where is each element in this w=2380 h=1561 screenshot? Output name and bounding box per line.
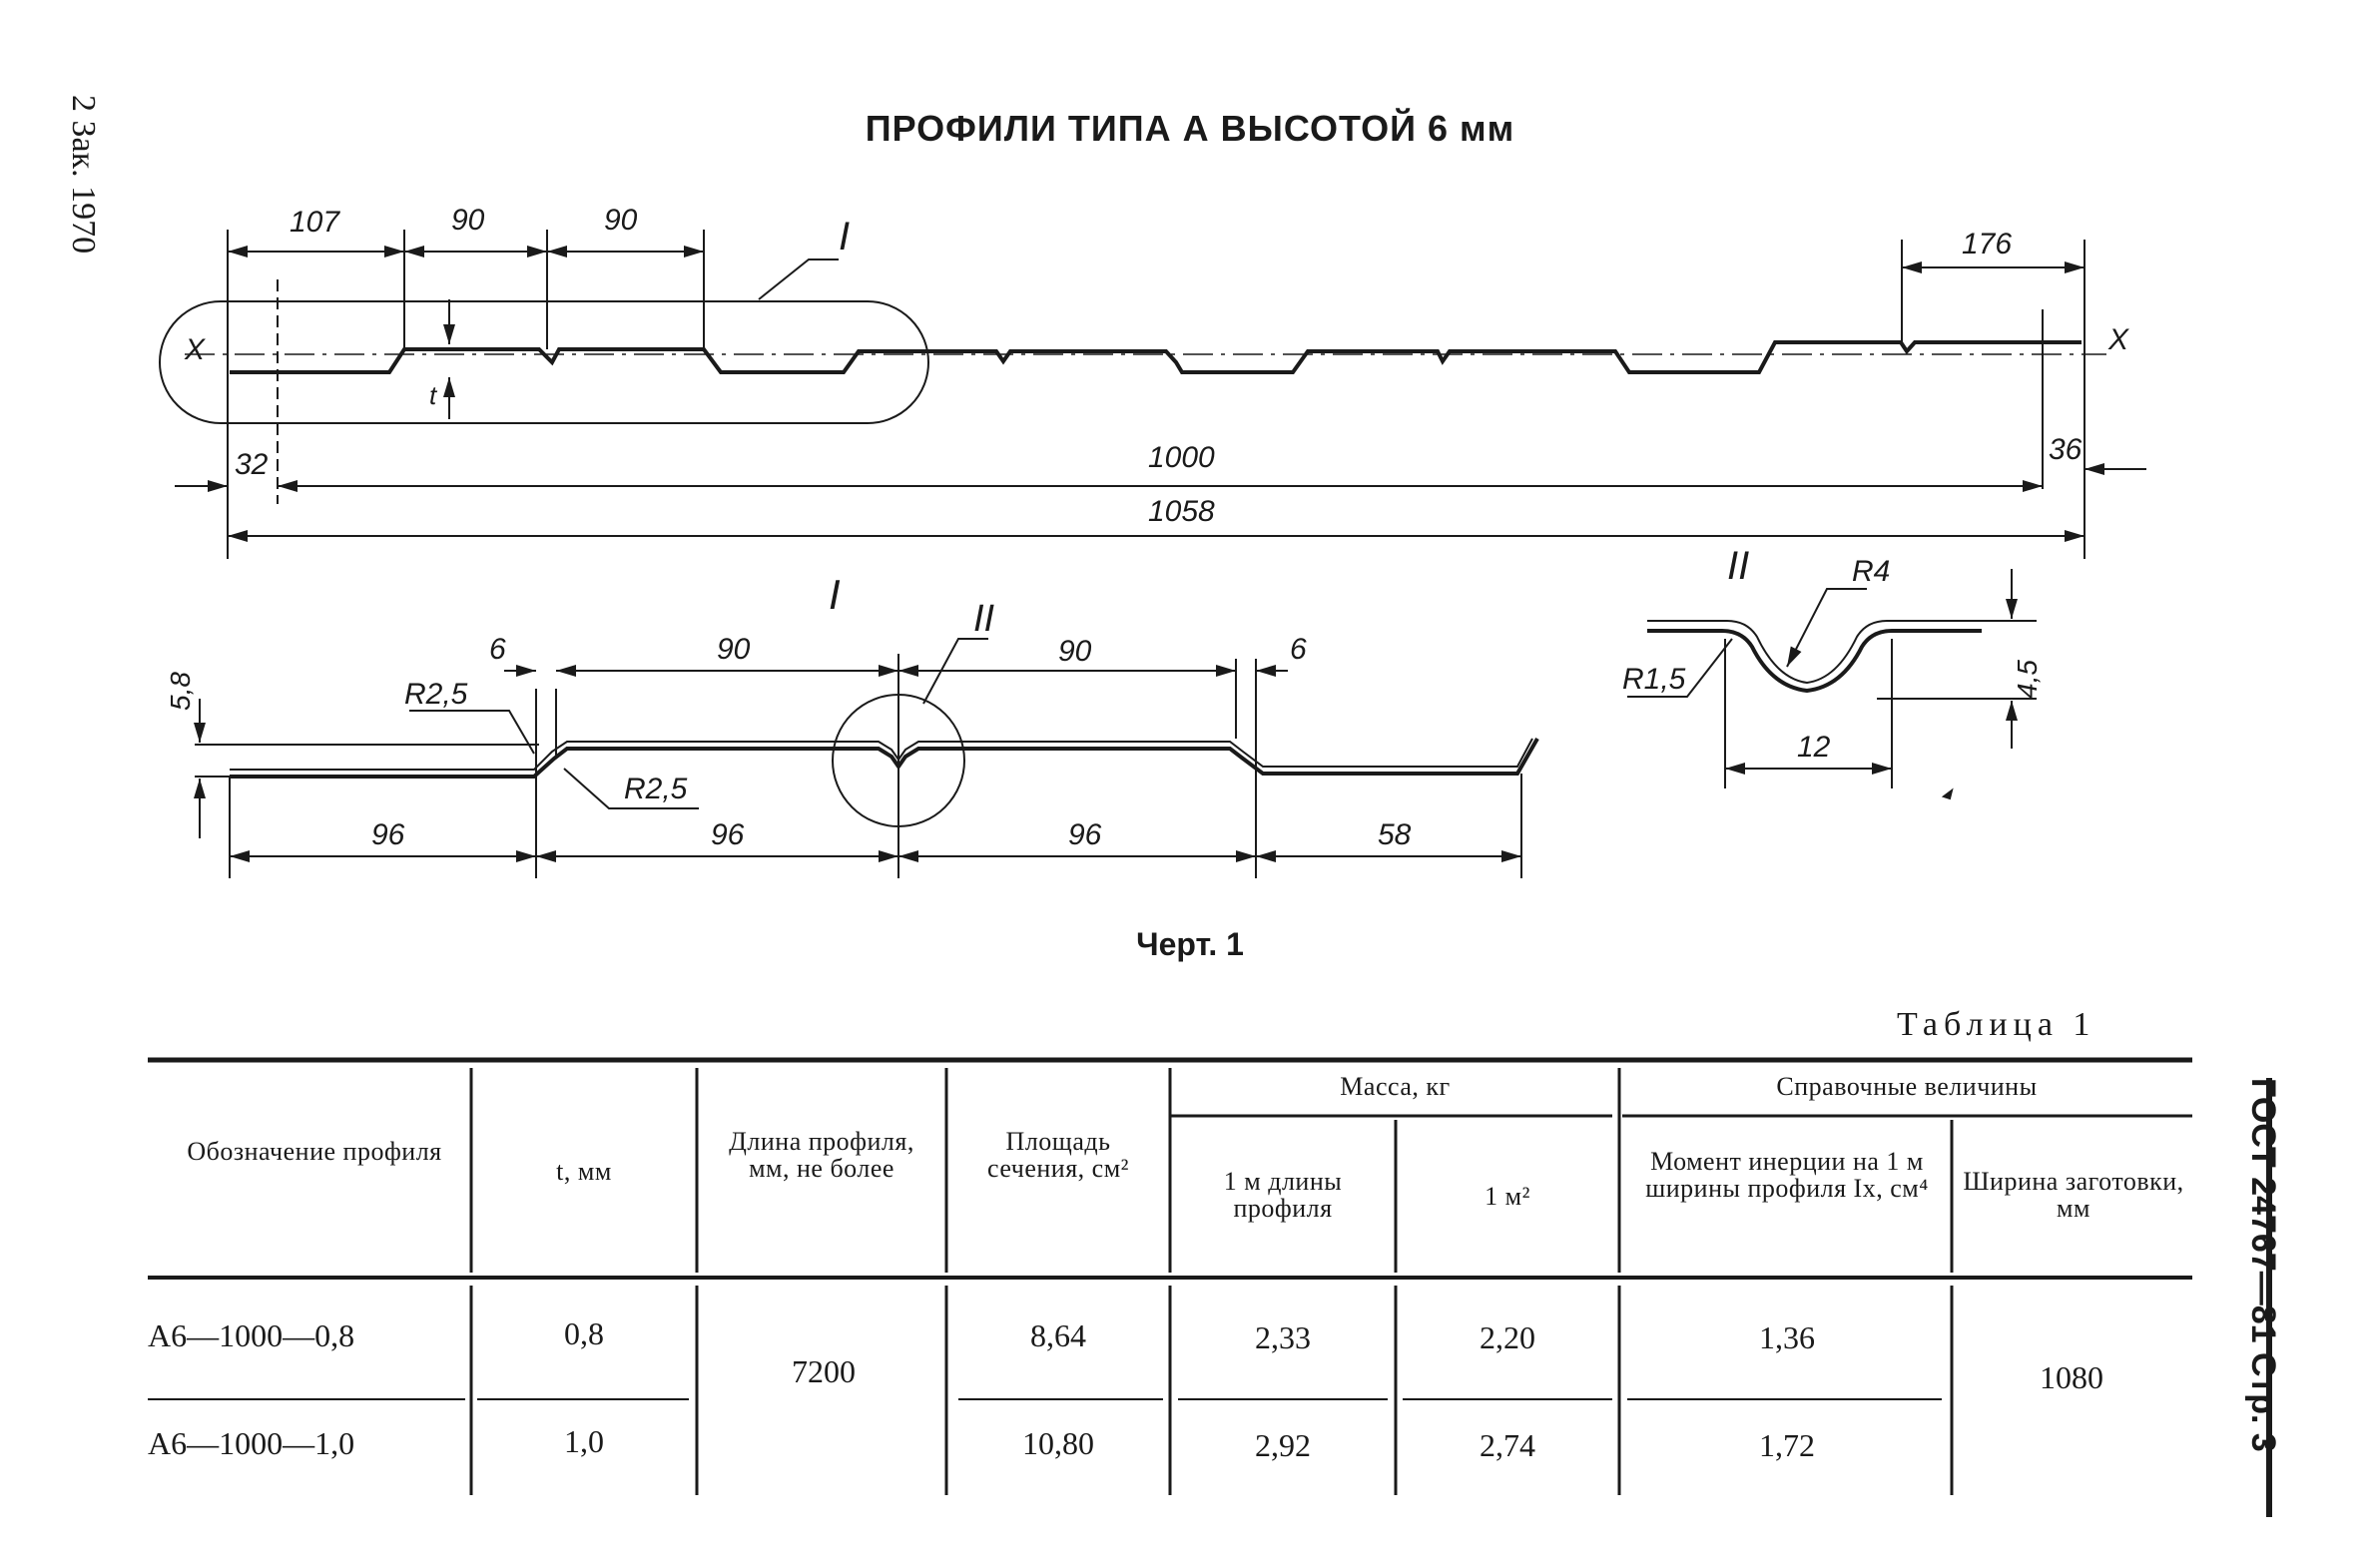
standard-reference: ГОСТ 24767—81 Стр. 3 [2244, 1078, 2326, 1537]
row1-inertia: 1,36 [1759, 1319, 1815, 1355]
header-inertia: Момент инерции на 1 м ширины профиля Ix,… [1645, 1147, 1929, 1203]
row2-mass-per-m: 2,92 [1255, 1427, 1311, 1463]
header-thickness: t, мм [556, 1157, 612, 1186]
row1-mass-per-m2: 2,20 [1480, 1319, 1535, 1355]
dim-32: 32 [235, 448, 269, 481]
header-designation: Обозначение профиля [187, 1137, 442, 1166]
dim-96c: 96 [1068, 818, 1102, 851]
row1-area: 8,64 [1030, 1317, 1086, 1353]
dim-4-5: 4,5 [2012, 660, 2043, 699]
header-reference: Справочные величины [1776, 1072, 2038, 1101]
header-mass-per-m2: 1 м² [1485, 1182, 1530, 1211]
profile-line [230, 340, 2082, 374]
header-blank-width: Ширина заготовки, мм [1963, 1167, 2184, 1223]
row1-mass-per-m: 2,33 [1255, 1319, 1311, 1355]
detail-ii-label: II [1727, 544, 1749, 588]
row2-mass-per-m2: 2,74 [1480, 1427, 1535, 1463]
dim-58: 58 [1378, 818, 1412, 851]
table-grid [148, 1057, 2192, 1495]
row2-designation: А6—1000—1,0 [148, 1425, 355, 1461]
dim-1000: 1000 [1148, 441, 1215, 474]
dim-12: 12 [1797, 731, 1831, 764]
r25-top: R2,5 [404, 678, 468, 711]
dim-r15: R1,5 [1622, 663, 1686, 696]
detail-ii-marker: II [973, 598, 995, 640]
profile-drawing: 107 90 90 176 I X X t 32 1000 36 1058 I … [159, 204, 2146, 878]
row1-thickness: 0,8 [564, 1315, 604, 1351]
row2-thickness: 1,0 [564, 1423, 604, 1459]
dim-t: t [429, 380, 438, 410]
row2-area: 10,80 [1022, 1425, 1094, 1461]
r25-bottom: R2,5 [624, 773, 688, 805]
standard-reference-text: ГОСТ 24767—81 Стр. 3 [2244, 1078, 2282, 1452]
dim-96b: 96 [711, 818, 745, 851]
detail-callout-outline [159, 300, 929, 424]
header-mass: Масса, кг [1340, 1072, 1451, 1101]
row1-designation: А6—1000—0,8 [148, 1317, 355, 1353]
dim-6-right: 6 [1290, 633, 1307, 666]
figure-caption: Черт. 1 [1136, 926, 1244, 962]
dim-36: 36 [2049, 433, 2082, 466]
detail2-profile-line [1647, 629, 1982, 694]
dim-6-left: 6 [489, 633, 506, 666]
dim-1058: 1058 [1148, 495, 1215, 528]
dim-107: 107 [290, 206, 340, 239]
dim-90-right: 90 [1058, 635, 1092, 668]
shared-length: 7200 [792, 1353, 856, 1389]
dim-90a: 90 [451, 204, 485, 237]
header-area: Площадь сечения, см² [987, 1127, 1129, 1183]
standard-bar [2266, 1078, 2272, 1517]
axis-x-left: X [184, 333, 206, 366]
row2-inertia: 1,72 [1759, 1427, 1815, 1463]
header-length: Длина профиля, мм, не более [729, 1127, 914, 1183]
detail-i-label: I [829, 571, 841, 618]
header-mass-per-m: 1 м длины профиля [1223, 1167, 1343, 1223]
dim-r4: R4 [1852, 555, 1890, 588]
detail-i-marker: I [839, 215, 850, 259]
shared-blank-width: 1080 [2040, 1359, 2103, 1395]
dim-5-8: 5,8 [165, 672, 196, 711]
page-title: ПРОФИЛИ ТИПА А ВЫСОТОЙ 6 мм [865, 108, 1515, 149]
axis-x-right: X [2107, 323, 2129, 356]
dim-96a: 96 [371, 818, 405, 851]
dim-90-left: 90 [717, 633, 751, 666]
dim-90b: 90 [604, 204, 638, 237]
dim-176: 176 [1962, 228, 2012, 260]
table-caption: Таблица 1 [1897, 1006, 2096, 1043]
